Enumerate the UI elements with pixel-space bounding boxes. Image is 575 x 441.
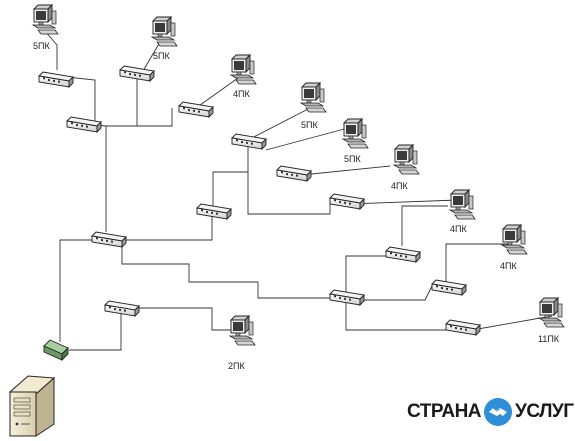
pc-6 <box>393 144 420 175</box>
pc-8 <box>501 224 528 255</box>
switch-3 <box>66 116 102 133</box>
cables <box>43 29 553 351</box>
pc-label: 4ПК <box>500 261 517 271</box>
switch-2 <box>119 65 155 82</box>
pc-label: 5ПК <box>344 154 361 164</box>
pc-label: 5ПК <box>153 51 170 61</box>
pc-5 <box>342 118 369 149</box>
switch-1 <box>38 71 74 88</box>
pc-10 <box>229 315 256 346</box>
pc-1 <box>32 4 59 35</box>
switch-11 <box>431 279 467 296</box>
pc-label: 2ПК <box>228 361 245 371</box>
pc-7 <box>449 189 476 220</box>
switch-10 <box>385 246 421 263</box>
switch-9 <box>91 231 127 248</box>
pc-9 <box>538 297 565 328</box>
pc-3 <box>230 54 257 85</box>
switch-7 <box>196 203 232 220</box>
pc-label: 5ПК <box>301 120 318 130</box>
switch-5 <box>231 133 267 150</box>
router <box>43 339 69 362</box>
switch-8 <box>329 193 365 210</box>
pc-2 <box>151 16 178 47</box>
switch-13 <box>104 300 140 317</box>
pc-label: 4ПК <box>391 181 408 191</box>
pc-label: 4ПК <box>233 89 250 99</box>
switch-4 <box>178 101 214 118</box>
server <box>8 375 56 437</box>
handshake-icon <box>484 398 513 426</box>
switch-14 <box>445 319 481 336</box>
watermark: СТРАНА УСЛУГ <box>407 398 574 426</box>
pc-4 <box>300 82 327 113</box>
pc-label: 4ПК <box>450 224 467 234</box>
switch-12 <box>329 289 365 306</box>
watermark-right-text: УСЛУГ <box>515 401 574 422</box>
pc-label: 5ПК <box>33 41 50 51</box>
switch-6 <box>276 165 312 182</box>
watermark-left-text: СТРАНА <box>407 401 482 422</box>
pc-label: 11ПК <box>538 334 560 344</box>
